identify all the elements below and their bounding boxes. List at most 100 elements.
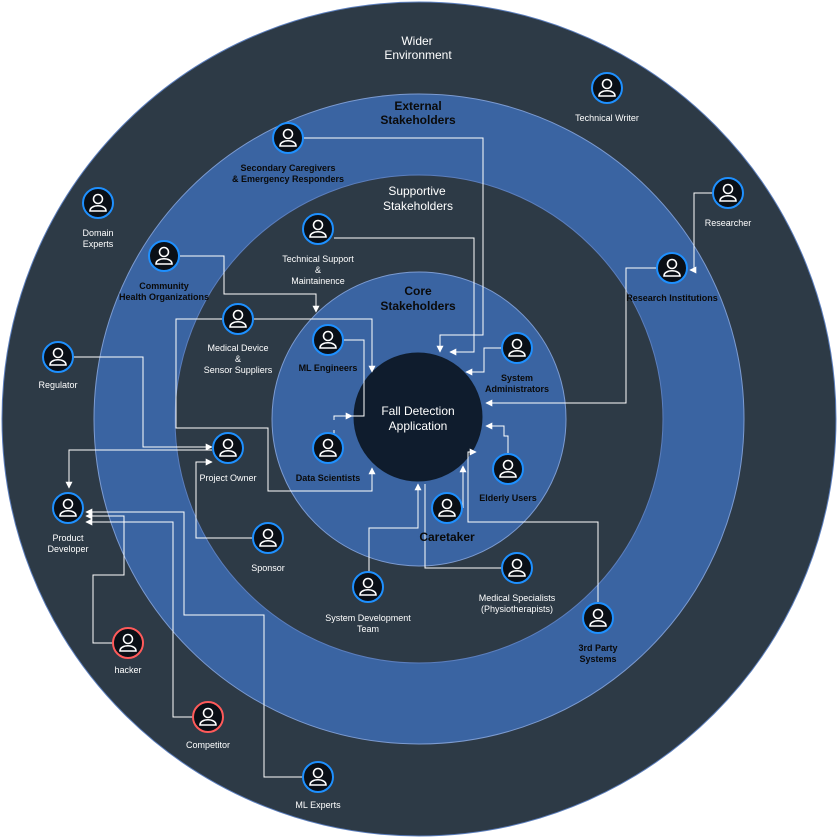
stakeholder-regulator[interactable]: Regulator — [38, 341, 78, 390]
stakeholder-label: (Physiotherapists) — [481, 604, 553, 614]
user-icon-head — [62, 498, 74, 510]
user-icon-head — [122, 633, 134, 645]
user-icon-body — [319, 449, 337, 457]
stakeholder-research-institutions[interactable]: Research Institutions — [626, 252, 718, 303]
stakeholder-hacker[interactable]: hacker — [112, 627, 144, 675]
user-icon-body — [663, 269, 681, 277]
user-icon-head — [92, 193, 104, 205]
connector — [180, 255, 320, 313]
connector — [254, 318, 376, 373]
user-icon-head — [441, 498, 453, 510]
stakeholder-medical-device[interactable]: Medical Device&Sensor Suppliers — [204, 303, 273, 375]
connector — [467, 448, 599, 602]
stakeholder-medical-specialists[interactable]: Medical Specialists(Physiotherapists) — [479, 552, 556, 614]
stakeholder-data-scientists[interactable]: Data Scientists — [296, 432, 361, 483]
user-icon-body — [49, 358, 67, 366]
stakeholder-label: ML Engineers — [299, 363, 358, 373]
stakeholder-label: Sponsor — [251, 563, 285, 573]
stakeholder-label: Regulator — [38, 380, 77, 390]
stakeholder-competitor[interactable]: Competitor — [186, 701, 230, 750]
user-icon-body — [59, 509, 77, 517]
user-icon-body — [598, 89, 616, 97]
stakeholder-secondary-caregivers[interactable]: Secondary Caregivers& Emergency Responde… — [232, 122, 344, 184]
connector — [74, 356, 213, 451]
stakeholder-label: Data Scientists — [296, 473, 361, 483]
connector — [65, 449, 212, 489]
user-icon-body — [259, 539, 277, 547]
user-icon-body — [508, 569, 526, 577]
user-icon-body — [719, 194, 737, 202]
stakeholder-label: Medical Device — [207, 343, 268, 353]
user-icon-head — [722, 183, 734, 195]
connector — [689, 192, 713, 274]
stakeholder-sponsor[interactable]: Sponsor — [251, 522, 285, 573]
connector — [85, 508, 302, 778]
user-icon-body — [438, 509, 456, 517]
user-icon-body — [155, 257, 173, 265]
center-title: Fall Detection — [381, 404, 454, 418]
stakeholder-label: Technical Writer — [575, 113, 639, 123]
stakeholder-label: Competitor — [186, 740, 230, 750]
supportive-title-2: Stakeholders — [383, 199, 453, 213]
stakeholder-label: Elderly Users — [479, 493, 537, 503]
stakeholder-label: Domain — [82, 228, 113, 238]
stakeholder-ml-engineers[interactable]: ML Engineers — [299, 324, 358, 373]
stakeholder-label: Developer — [47, 544, 88, 554]
stakeholder-project-owner[interactable]: Project Owner — [199, 432, 257, 483]
user-icon-head — [601, 78, 613, 90]
core-title: Core — [404, 284, 432, 298]
user-icon-head — [312, 767, 324, 779]
stakeholder-label: Caretaker — [419, 530, 475, 544]
connector — [304, 137, 484, 353]
user-icon-head — [158, 246, 170, 258]
connector — [485, 422, 509, 454]
stakeholder-label: 3rd Party — [578, 643, 617, 653]
user-icon-head — [666, 258, 678, 270]
user-icon-head — [202, 707, 214, 719]
user-icon-body — [119, 644, 137, 652]
stakeholder-label: & Emergency Responders — [232, 174, 344, 184]
user-icon-head — [592, 608, 604, 620]
stakeholder-label: & — [315, 265, 321, 275]
stakeholder-technical-support[interactable]: Technical Support&Maintainence — [282, 213, 354, 286]
user-icon-body — [89, 204, 107, 212]
stakeholder-label: Medical Specialists — [479, 593, 556, 603]
stakeholder-label: Researcher — [705, 218, 752, 228]
stakeholder-elderly-users[interactable]: Elderly Users — [479, 453, 537, 503]
stakeholder-label: Community — [139, 281, 189, 291]
stakeholder-technical-writer[interactable]: Technical Writer — [575, 72, 639, 123]
user-icon-head — [322, 330, 334, 342]
user-icon-head — [282, 128, 294, 140]
external-title: External — [394, 99, 441, 113]
external-title-2: Stakeholders — [380, 113, 456, 127]
stakeholder-ml-experts[interactable]: ML Experts — [295, 761, 341, 810]
stakeholder-label: Technical Support — [282, 254, 354, 264]
supportive-title: Supportive — [388, 184, 446, 198]
stakeholder-label: ML Experts — [295, 800, 341, 810]
stakeholder-caretaker[interactable]: Caretaker — [419, 492, 475, 544]
stakeholder-researcher[interactable]: Researcher — [705, 177, 752, 228]
user-icon-head — [312, 219, 324, 231]
user-icon-body — [199, 718, 217, 726]
connector — [334, 237, 475, 356]
user-icon-head — [232, 309, 244, 321]
user-icon-head — [362, 577, 374, 589]
user-icon-head — [222, 438, 234, 450]
stakeholder-label: hacker — [114, 665, 141, 675]
wider-title: Wider — [401, 34, 432, 48]
stakeholder-label: System — [501, 373, 533, 383]
stakeholder-label: Project Owner — [199, 473, 256, 483]
stakeholder-label: Experts — [83, 239, 114, 249]
center-application[interactable] — [353, 352, 483, 482]
wider-title-2: Environment — [384, 48, 452, 62]
core-title-2: Stakeholders — [380, 299, 456, 313]
stakeholder-label: System Development — [325, 613, 411, 623]
